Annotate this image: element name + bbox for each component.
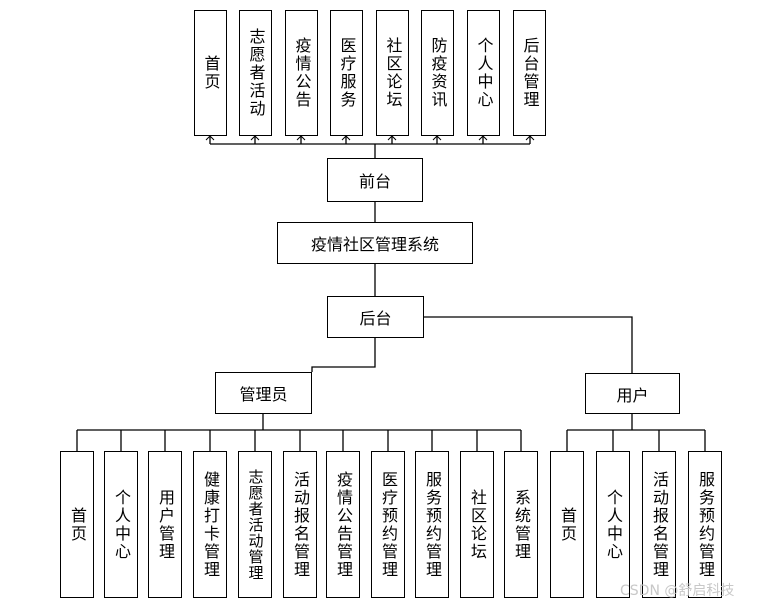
back-node: 后台 (327, 296, 424, 338)
front-node-label: 防疫资讯 (428, 37, 448, 109)
admin-node-volunteer-activities: 志愿者活动管理 (238, 451, 272, 598)
user-node: 用户 (585, 373, 680, 414)
user-node-label: 首页 (558, 506, 577, 543)
front-node: 前台 (327, 158, 423, 202)
watermark-text: CSDN @舒启科技 (620, 583, 735, 599)
front-node-personal-center: 个人中心 (467, 10, 500, 136)
front-node-home: 首页 (194, 10, 227, 136)
user-node-activity-signup: 活动报名管理 (642, 451, 676, 598)
front-node-medical-service: 医疗服务 (330, 10, 363, 136)
admin-node-label: 首页 (68, 506, 87, 543)
admin-node-label: 志愿者活动管理 (246, 468, 265, 581)
front-node-label: 个人中心 (474, 37, 494, 109)
admin-node-personal-center: 个人中心 (104, 451, 138, 598)
front-node-label: 后台管理 (520, 37, 540, 109)
user-node-label: 活动报名管理 (650, 470, 669, 579)
front-node-label: 医疗服务 (337, 37, 357, 109)
admin-node-activity-signup: 活动报名管理 (283, 451, 317, 598)
admin-node-health-checkin: 健康打卡管理 (193, 451, 227, 598)
front-node-label: 志愿者活动 (246, 28, 266, 118)
admin-node-home: 首页 (60, 451, 94, 598)
front-node-epidemic-notice: 疫情公告 (285, 10, 318, 136)
front-node-label: 社区论坛 (383, 37, 403, 109)
admin-node-system-management: 系统管理 (504, 451, 538, 598)
system-node: 疫情社区管理系统 (277, 222, 473, 264)
front-node-prevention-news: 防疫资讯 (421, 10, 454, 136)
front-node-community-forum: 社区论坛 (376, 10, 409, 136)
user-node-label: 服务预约管理 (696, 470, 715, 579)
admin-node-epidemic-notice: 疫情公告管理 (326, 451, 360, 598)
admin-node-service-appointment: 服务预约管理 (415, 451, 449, 598)
front-node-label: 首页 (201, 55, 221, 91)
admin-node-community-forum: 社区论坛 (460, 451, 494, 598)
user-node-personal-center: 个人中心 (596, 451, 630, 598)
front-node-label: 疫情公告 (292, 37, 312, 109)
admin-node: 管理员 (215, 372, 312, 414)
admin-node-label: 社区论坛 (468, 488, 487, 561)
admin-node-label: 健康打卡管理 (201, 470, 220, 579)
admin-node-label: 疫情公告管理 (334, 470, 353, 579)
user-node-service-appointment: 服务预约管理 (688, 451, 722, 598)
admin-node-label: 活动报名管理 (291, 470, 310, 579)
admin-node-label: 服务预约管理 (423, 470, 442, 579)
front-node-volunteer-activities: 志愿者活动 (239, 10, 272, 136)
user-node-home: 首页 (550, 451, 584, 598)
admin-node-label: 用户管理 (156, 488, 175, 561)
admin-node-user-management: 用户管理 (148, 451, 182, 598)
front-node-backend-management: 后台管理 (513, 10, 546, 136)
admin-node-medical-appointment: 医疗预约管理 (371, 451, 405, 598)
admin-node-label: 系统管理 (512, 488, 531, 561)
admin-node-label: 个人中心 (112, 488, 131, 561)
user-node-label: 个人中心 (604, 488, 623, 561)
admin-node-label: 医疗预约管理 (379, 470, 398, 579)
